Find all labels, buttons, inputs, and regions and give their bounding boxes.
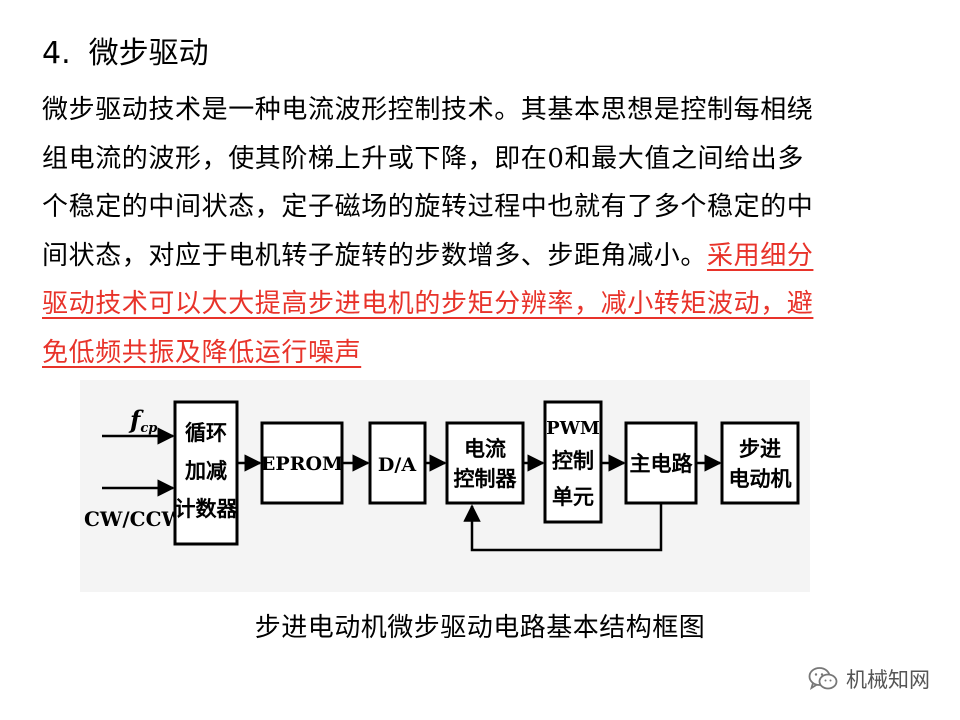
paragraph-text: 组电流的波形，使其阶梯上升或下降，即在0和最大值之间给出多 (42, 143, 804, 174)
paragraph-text: 个稳定的中间状态，定子磁场的旋转过程中也就有了多个稳定的中 (42, 192, 814, 222)
paragraph-line: 间状态，对应于电机转子旋转的步数增多、步距角减小。采用细分 (42, 232, 832, 281)
svg-text:控制器: 控制器 (454, 466, 518, 491)
svg-text:控制: 控制 (552, 448, 594, 473)
paragraph-line: 组电流的波形，使其阶梯上升或下降，即在0和最大值之间给出多 (42, 135, 832, 184)
block-counter: 循环 加减 计数器 (173, 400, 239, 546)
svg-text:PWM: PWM (546, 418, 600, 439)
body-paragraph: 微步驱动技术是一种电流波形控制技术。其基本思想是控制每相绕 组电流的波形，使其阶… (42, 86, 832, 377)
svg-text:主电路: 主电路 (630, 451, 694, 476)
block-da: D/A (368, 421, 427, 505)
paragraph-line: 免低频共振及降低运行噪声 (42, 329, 832, 378)
input-frequency-label: fcp (128, 405, 157, 436)
block-eprom: EPROM (260, 421, 344, 505)
svg-text:电动机: 电动机 (729, 466, 792, 491)
svg-text:电流: 电流 (464, 436, 506, 461)
highlighted-text: 驱动技术可以大大提高步进电机的步矩分辨率，减小转矩波动，避 (42, 289, 814, 319)
section-title: 微步驱动 (88, 36, 209, 71)
wechat-icon (808, 667, 838, 691)
svg-text:EPROM: EPROM (261, 453, 343, 475)
block-main-circuit: 主电路 (624, 421, 698, 505)
watermark: 机械知网 (808, 664, 930, 694)
block-stepper-motor: 步进 电动机 (720, 421, 800, 505)
paragraph-text: 微步驱动技术是一种电流波形控制技术。其基本思想是控制每相绕 (42, 95, 814, 125)
svg-text:循环: 循环 (185, 420, 227, 445)
diagram-caption: 步进电动机微步驱动电路基本结构框图 (254, 613, 706, 643)
svg-text:D/A: D/A (378, 454, 416, 476)
section-heading: 4. 微步驱动 (42, 34, 209, 74)
svg-text:单元: 单元 (552, 484, 594, 509)
svg-text:计数器: 计数器 (175, 496, 239, 521)
paragraph-text: 间状态，对应于电机转子旋转的步数增多、步距角减小。 (42, 240, 708, 271)
block-pwm-unit: PWM 控制 单元 (543, 400, 603, 524)
watermark-text: 机械知网 (846, 668, 930, 692)
svg-text:加减: 加减 (184, 458, 227, 483)
block-diagram: fcp CW/CCW 循环 加减 计数器 EPROM D/A 电流 控制器 PW… (80, 380, 810, 592)
svg-text:步进: 步进 (739, 436, 781, 461)
block-current-controller: 电流 控制器 (445, 421, 525, 505)
highlighted-text: 采用细分 (707, 240, 814, 271)
paragraph-line: 微步驱动技术是一种电流波形控制技术。其基本思想是控制每相绕 (42, 86, 832, 135)
paragraph-line: 驱动技术可以大大提高步进电机的步矩分辨率，减小转矩波动，避 (42, 280, 832, 329)
input-direction-label: CW/CCW (84, 507, 185, 531)
paragraph-line: 个稳定的中间状态，定子磁场的旋转过程中也就有了多个稳定的中 (42, 183, 832, 232)
feedback-line (463, 503, 663, 552)
section-number: 4. (42, 36, 71, 71)
highlighted-text: 免低频共振及降低运行噪声 (42, 337, 362, 368)
